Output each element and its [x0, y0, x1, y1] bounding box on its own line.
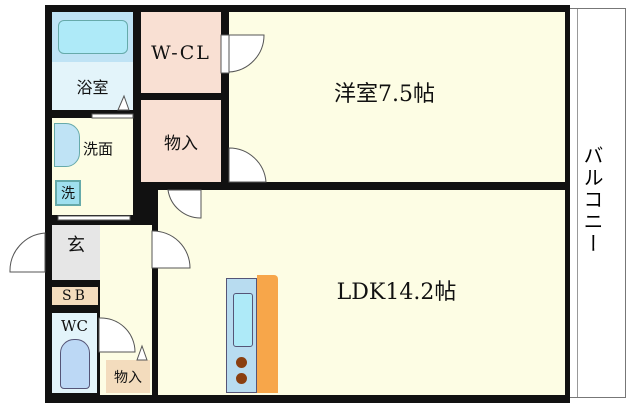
- toilet: WC: [52, 313, 97, 393]
- kitchen-sink-counter: [226, 278, 257, 393]
- bath-room: 浴室: [52, 62, 133, 110]
- washer: 洗: [55, 180, 81, 206]
- stove-burner: [236, 373, 247, 384]
- entrance: 玄: [52, 225, 100, 280]
- stove-burner: [236, 357, 247, 368]
- bath-label: 浴室: [76, 78, 109, 97]
- wash-basin: [54, 123, 80, 167]
- ldk-room: LDK14.2帖: [158, 190, 565, 395]
- balcony: [568, 8, 626, 398]
- wcl-label: W-CL: [151, 41, 211, 64]
- washroom: 洗面 洗: [52, 118, 133, 215]
- western-room: 洋室7.5帖: [229, 12, 565, 182]
- western-room-label: 洋室7.5帖: [334, 82, 435, 107]
- balcony-label: バルコニー: [580, 145, 604, 255]
- washroom-label: 洗面: [83, 140, 114, 158]
- ldk-label: LDK14.2帖: [336, 280, 457, 305]
- storage-lower: 物入: [106, 360, 150, 393]
- shoe-box: SB: [52, 287, 98, 305]
- toilet-bowl: [60, 339, 90, 389]
- bath-tub: [52, 12, 133, 62]
- walk-in-closet: W-CL: [141, 12, 221, 93]
- kitchen-counter: [257, 275, 278, 393]
- storage-upper: 物入: [141, 100, 221, 182]
